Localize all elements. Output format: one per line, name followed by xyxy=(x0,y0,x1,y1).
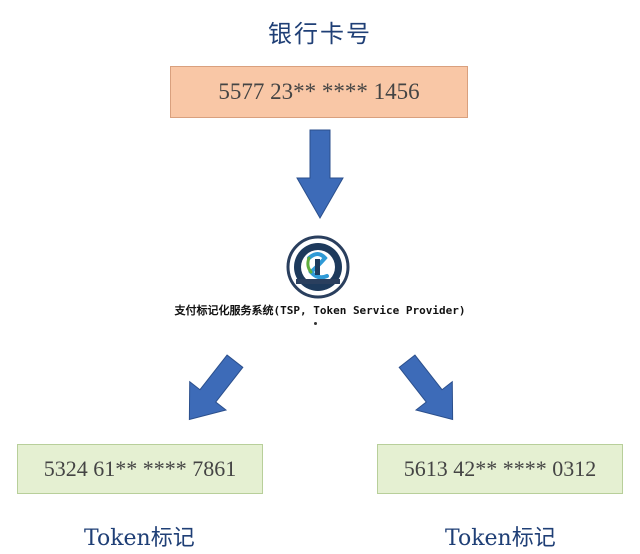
token-box-1: 5324 61** **** 7861 xyxy=(17,444,263,494)
card-number-box: 5577 23** **** 1456 xyxy=(170,66,468,118)
down-arrow-icon xyxy=(296,129,344,220)
right-diagonal-arrow-icon xyxy=(398,354,454,421)
token-box-2: 5613 42** **** 0312 xyxy=(377,444,623,494)
tsp-label: 支付标记化服务系统(TSP, Token Service Provider) xyxy=(174,304,466,317)
left-diagonal-arrow-icon xyxy=(188,354,244,421)
token-label-2: Token标记 xyxy=(445,526,556,551)
tsp-logo-icon xyxy=(286,235,350,299)
bank-card-title: 银行卡号 xyxy=(268,20,372,48)
token-label-1: Token标记 xyxy=(84,526,195,551)
small-dot xyxy=(314,322,317,325)
